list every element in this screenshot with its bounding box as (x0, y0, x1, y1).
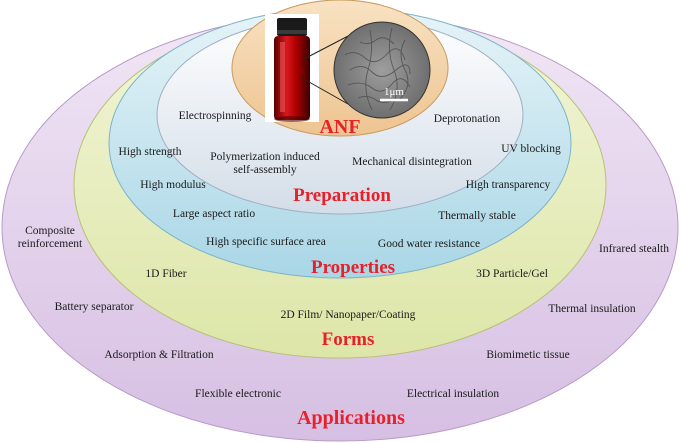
prop-item-high-transparency: High transparency (465, 179, 551, 191)
properties-title: Properties (310, 257, 396, 278)
app-item-infrared: Infrared stealth (599, 243, 669, 255)
form-item-1d-fiber: 1D Fiber (145, 268, 187, 280)
form-item-3d-particle: 3D Particle/Gel (476, 268, 548, 280)
app-item-composite: Composite reinforcement (17, 225, 83, 250)
prop-item-aspect-ratio: Large aspect ratio (172, 208, 256, 220)
prop-item-water-resistance: Good water resistance (377, 238, 481, 250)
prep-item-deprotonation: Deprotonation (433, 113, 501, 125)
preparation-title: Preparation (293, 185, 391, 206)
pointer-line (301, 33, 353, 61)
app-item-thermal: Thermal insulation (548, 303, 636, 315)
prep-item-mechanical: Mechanical disintegration (352, 156, 472, 168)
app-item-flexible: Flexible electronic (195, 388, 281, 400)
tem-micrograph (333, 21, 431, 119)
prop-item-high-strength: High strength (118, 146, 182, 158)
anf-title: ANF (319, 116, 361, 138)
scale-bar-label: 1μm (384, 86, 404, 98)
app-item-electrical: Electrical insulation (406, 388, 500, 400)
prop-item-thermally-stable: Thermally stable (438, 210, 516, 222)
applications-title: Applications (297, 407, 405, 429)
app-item-biomimetic: Biomimetic tissue (486, 349, 570, 361)
pointer-line (301, 77, 349, 105)
prop-item-surface-area: High specific surface area (206, 236, 326, 248)
prop-item-uv-blocking: UV blocking (501, 143, 561, 155)
form-item-2d-film: 2D Film/ Nanopaper/Coating (280, 309, 416, 321)
anf-vial-photo (265, 14, 319, 122)
app-item-battery: Battery separator (54, 301, 134, 313)
prep-item-electrospinning: Electrospinning (178, 110, 252, 122)
app-item-adsorption: Adsorption & Filtration (104, 349, 214, 361)
prop-item-high-modulus: High modulus (140, 179, 206, 191)
prep-item-polymerization: Polymerization induced self-assembly (210, 151, 320, 176)
forms-title: Forms (321, 329, 375, 350)
